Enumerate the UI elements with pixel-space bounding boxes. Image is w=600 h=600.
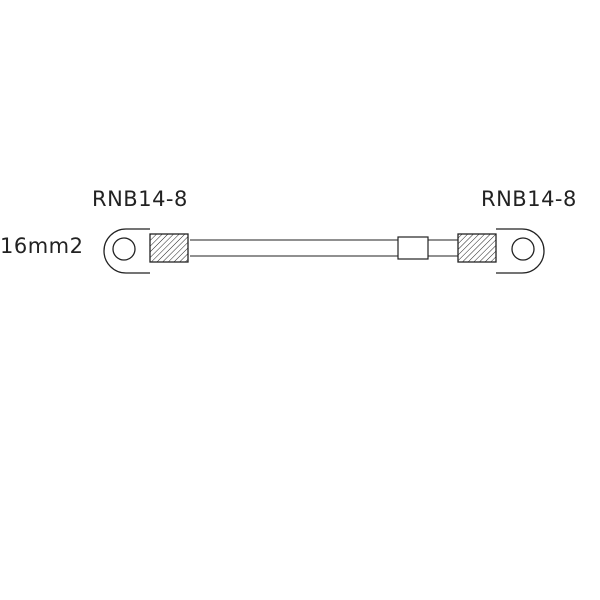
right-terminal-label: RNB14-8 — [481, 187, 577, 211]
right-crimp-barrel — [457, 233, 497, 263]
left-terminal-label: RNB14-8 — [92, 187, 188, 211]
right-terminal-hole — [511, 237, 535, 261]
left-ring-terminal — [103, 228, 189, 274]
left-crimp-barrel — [149, 233, 189, 263]
wire-sleeve — [397, 236, 429, 260]
left-terminal-hole — [112, 237, 136, 261]
right-ring-terminal — [457, 228, 545, 274]
wire-size-label: 16mm2 — [0, 234, 84, 258]
